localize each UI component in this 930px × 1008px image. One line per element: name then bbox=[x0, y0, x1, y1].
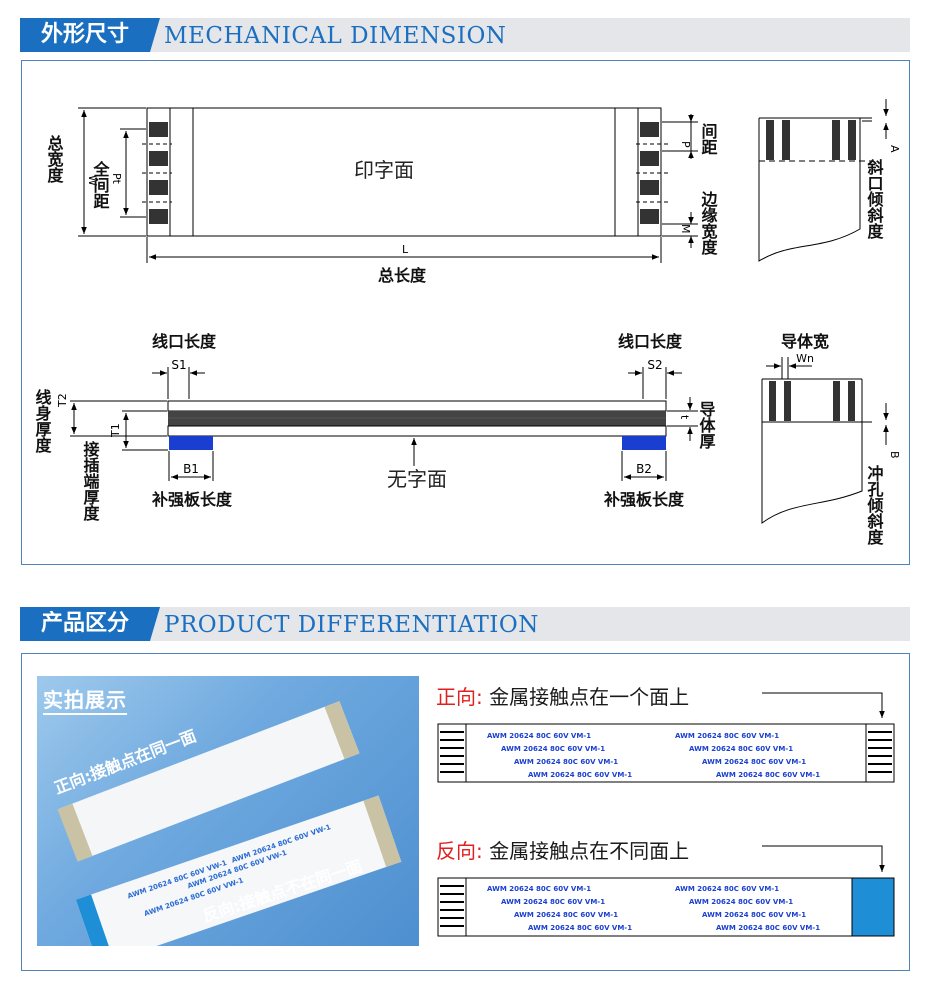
w-dimension bbox=[78, 107, 146, 237]
b1-label: B1 bbox=[183, 462, 199, 476]
reverse-marking-5: AWM 20624 80C 60V VM-1 bbox=[675, 885, 779, 893]
m-dimension bbox=[662, 212, 698, 248]
reverse-marking-3: AWM 20624 80C 60V VM-1 bbox=[514, 911, 618, 919]
t2-label: T2 bbox=[56, 393, 69, 408]
top-right-contacts bbox=[640, 122, 659, 224]
punch-detail bbox=[761, 378, 872, 524]
t1-dimension bbox=[122, 410, 168, 451]
forward-marking-7: AWM 20624 80C 60V VM-1 bbox=[702, 758, 806, 766]
section-header-differentiation: 产品区分 PRODUCT DIFFERENTIATION bbox=[20, 607, 910, 641]
edge-width-label: 边缘宽度 bbox=[699, 190, 719, 256]
section-header-mechanical: 外形尺寸 MECHANICAL DIMENSION bbox=[20, 18, 910, 52]
top-right-contact-dashes bbox=[636, 143, 668, 203]
contact-diagrams: AWM 20624 80C 60V VM-1 AWM 20624 80C 60V… bbox=[437, 692, 895, 937]
pitch-label: 间距 bbox=[699, 122, 718, 155]
upper-cable bbox=[57, 701, 360, 862]
b1-dimension bbox=[168, 451, 214, 481]
top-left-contact-dashes bbox=[142, 143, 172, 203]
photo-illustration: AWM 20624 80C 60V VW-1 AWM 20624 80C 60V… bbox=[52, 701, 402, 946]
line-length-left-label: 线口长度 bbox=[152, 332, 217, 351]
reverse-marking-7: AWM 20624 80C 60V VM-1 bbox=[702, 911, 806, 919]
full-pitch-label: 全间距 bbox=[91, 160, 111, 209]
blank-face-label: 无字面 bbox=[387, 467, 447, 491]
reverse-marking-2: AWM 20624 80C 60V VM-1 bbox=[501, 898, 605, 906]
forward-marking-8: AWM 20624 80C 60V VM-1 bbox=[716, 771, 820, 779]
forward-text: 金属接触点在一个面上 bbox=[489, 685, 690, 709]
reverse-leader bbox=[762, 845, 885, 872]
pt-label: Pt bbox=[110, 173, 123, 185]
bevel-label: 斜口倾斜度 bbox=[865, 158, 885, 240]
wn-label: Wn bbox=[796, 352, 814, 365]
section-tag: 外形尺寸 bbox=[20, 18, 150, 52]
stiffener-right-label: 补强板长度 bbox=[603, 490, 685, 509]
forward-marking-6: AWM 20624 80C 60V VM-1 bbox=[689, 745, 793, 753]
forward-cable: AWM 20624 80C 60V VM-1 AWM 20624 80C 60V… bbox=[437, 723, 895, 783]
conductor-width-label: 导体宽 bbox=[781, 332, 829, 351]
reverse-prefix: 反向: bbox=[436, 839, 483, 863]
s2-dimension bbox=[628, 367, 682, 399]
b2-label: B2 bbox=[636, 462, 652, 476]
body-thickness-label: 线身厚度 bbox=[33, 388, 52, 454]
b2-dimension bbox=[621, 451, 667, 481]
s2-label: S2 bbox=[647, 358, 662, 372]
reverse-cable: AWM 20624 80C 60V VM-1 AWM 20624 80C 60V… bbox=[437, 877, 895, 937]
forward-title: 正向: 金属接触点在一个面上 bbox=[436, 681, 689, 710]
section-tag: 产品区分 bbox=[20, 607, 150, 641]
forward-marking-1: AWM 20624 80C 60V VM-1 bbox=[487, 732, 591, 740]
reverse-text: 金属接触点在不同面上 bbox=[489, 839, 690, 863]
t-label: t bbox=[678, 415, 691, 420]
mechanical-diagram: 印字面 W 总宽度 Pt 全间距 L 总长度 P 间距 M 边缘 bbox=[33, 99, 901, 546]
t-dimension bbox=[667, 397, 698, 441]
section-title-en: PRODUCT DIFFERENTIATION bbox=[164, 612, 539, 638]
forward-marking-3: AWM 20624 80C 60V VM-1 bbox=[514, 758, 618, 766]
forward-leader bbox=[762, 692, 885, 718]
top-view bbox=[146, 107, 662, 237]
conductor-thickness-label: 导体厚 bbox=[697, 401, 716, 450]
t1-label: T1 bbox=[109, 423, 122, 438]
print-face-label: 印字面 bbox=[354, 158, 414, 182]
punch-bevel-label: 冲孔倾斜度 bbox=[865, 464, 885, 546]
total-length-label: 总长度 bbox=[378, 266, 427, 285]
reverse-marking-8: AWM 20624 80C 60V VM-1 bbox=[716, 924, 820, 932]
reverse-marking-4: AWM 20624 80C 60V VM-1 bbox=[528, 924, 632, 932]
product-photo: AWM 20624 80C 60V VW-1 AWM 20624 80C 60V… bbox=[37, 676, 419, 946]
mechanical-diagram-box: 印字面 W 总宽度 Pt 全间距 L 总长度 P 间距 M 边缘 bbox=[21, 60, 910, 565]
bevel-contacts bbox=[766, 120, 856, 160]
a-label: A bbox=[888, 145, 901, 153]
m-label: M bbox=[679, 224, 692, 234]
plug-thickness-label: 接插端厚度 bbox=[81, 440, 100, 522]
l-label: L bbox=[402, 243, 409, 256]
t2-dimension bbox=[70, 400, 167, 437]
b-label: B bbox=[888, 451, 901, 459]
w-label: W bbox=[86, 175, 99, 186]
bevel-detail bbox=[758, 117, 872, 262]
top-left-contacts bbox=[149, 122, 168, 224]
wn-dimension bbox=[766, 357, 812, 379]
forward-prefix: 正向: bbox=[436, 685, 483, 709]
reverse-marking-1: AWM 20624 80C 60V VM-1 bbox=[487, 885, 591, 893]
forward-marking-4: AWM 20624 80C 60V VM-1 bbox=[528, 771, 632, 779]
reverse-marking-6: AWM 20624 80C 60V VM-1 bbox=[689, 898, 793, 906]
s1-dimension bbox=[152, 367, 205, 399]
total-width-text: 总宽度 bbox=[45, 134, 64, 184]
forward-marking-5: AWM 20624 80C 60V VM-1 bbox=[675, 732, 779, 740]
photo-label: 实拍展示 bbox=[43, 684, 127, 715]
reverse-title: 反向: 金属接触点在不同面上 bbox=[436, 835, 689, 864]
total-width-label: 总宽度 bbox=[45, 134, 64, 184]
section-title-en: MECHANICAL DIMENSION bbox=[164, 23, 507, 49]
pt-dimension bbox=[120, 128, 146, 218]
l-dimension bbox=[146, 237, 662, 263]
lower-cable: AWM 20624 80C 60V VW-1 AWM 20624 80C 60V… bbox=[75, 795, 402, 946]
punch-contacts bbox=[769, 381, 855, 421]
p-label: P bbox=[679, 141, 692, 148]
stiffener-left-label: 补强板长度 bbox=[151, 490, 233, 509]
side-view bbox=[167, 400, 667, 450]
p-dimension bbox=[662, 114, 698, 159]
forward-marking-2: AWM 20624 80C 60V VM-1 bbox=[501, 745, 605, 753]
s1-label: S1 bbox=[171, 358, 186, 372]
line-length-right-label: 线口长度 bbox=[618, 332, 683, 351]
